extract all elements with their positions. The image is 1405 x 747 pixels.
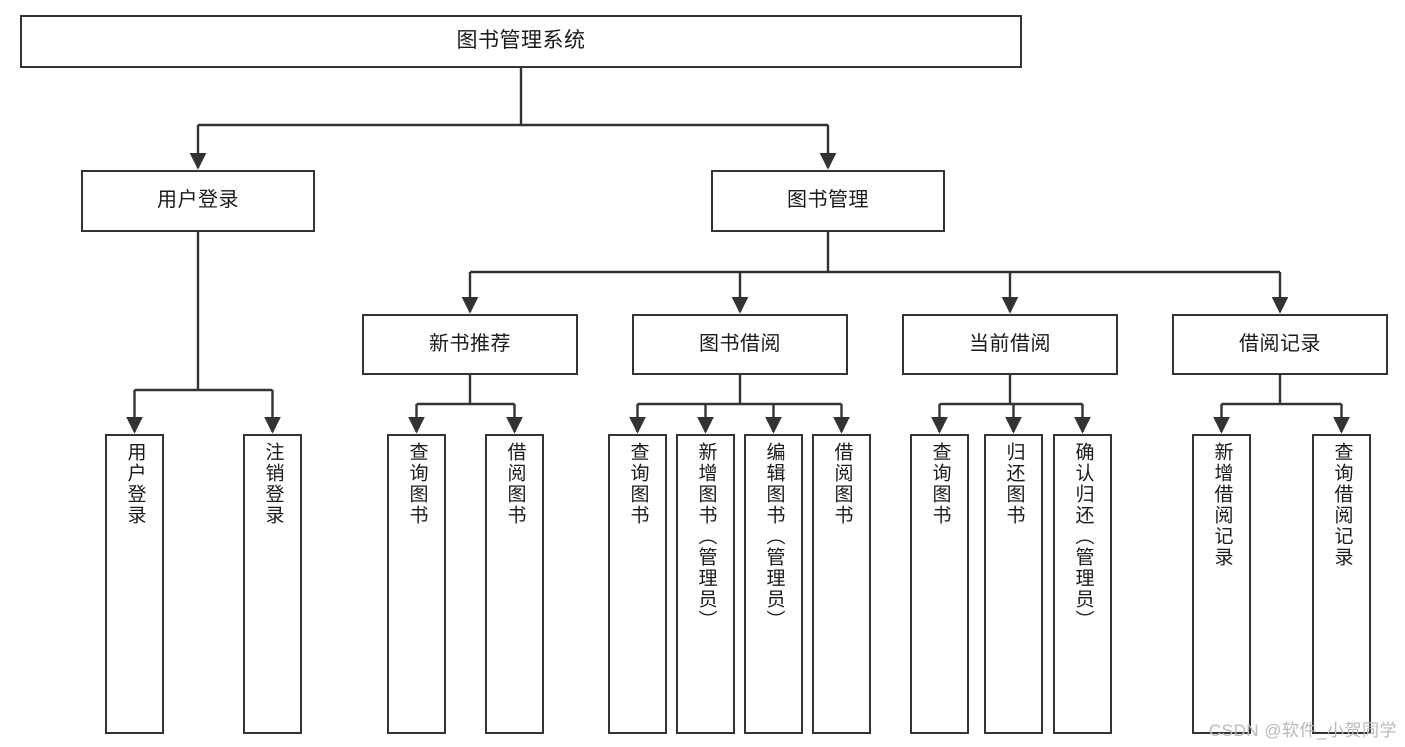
node-leaf-query-borrow-record[interactable]: 查询借阅记录	[1312, 434, 1371, 734]
node-leaf-confirm-return[interactable]: 确认归还（管理员）	[1053, 434, 1112, 734]
node-label: 新增借阅记录	[1211, 442, 1233, 568]
node-label: 查询借阅记录	[1331, 442, 1353, 568]
node-label: 查询图书	[406, 442, 428, 526]
node-label: 当前借阅	[969, 332, 1051, 355]
node-leaf-query-book-3[interactable]: 查询图书	[910, 434, 969, 734]
node-leaf-return-book[interactable]: 归还图书	[984, 434, 1043, 734]
node-leaf-add-book[interactable]: 新增图书（管理员）	[676, 434, 735, 734]
node-leaf-add-borrow-record[interactable]: 新增借阅记录	[1192, 434, 1251, 734]
node-borrow-record[interactable]: 借阅记录	[1172, 314, 1388, 375]
node-leaf-query-book-2[interactable]: 查询图书	[608, 434, 667, 734]
node-label: 图书借阅	[699, 332, 781, 355]
watermark: CSDN @软件_小贺同学	[1208, 721, 1397, 740]
node-leaf-user-login[interactable]: 用户登录	[105, 434, 164, 734]
node-label: 查询图书	[627, 442, 649, 526]
node-root[interactable]: 图书管理系统	[20, 15, 1022, 68]
node-leaf-query-book-1[interactable]: 查询图书	[387, 434, 446, 734]
node-label: 编辑图书（管理员）	[763, 442, 785, 631]
node-label: 归还图书	[1003, 442, 1025, 526]
node-label: 借阅图书	[504, 442, 526, 526]
node-label: 图书管理系统	[456, 29, 586, 53]
node-label: 图书管理	[787, 189, 869, 212]
node-label: 注销登录	[262, 442, 284, 526]
node-leaf-edit-book[interactable]: 编辑图书（管理员）	[744, 434, 803, 734]
node-label: 用户登录	[124, 442, 146, 526]
node-label: 用户登录	[157, 189, 239, 212]
node-leaf-borrow-book-1[interactable]: 借阅图书	[485, 434, 544, 734]
node-label: 借阅记录	[1239, 332, 1321, 355]
node-new-book-recommend[interactable]: 新书推荐	[362, 314, 578, 375]
node-user-login[interactable]: 用户登录	[81, 170, 315, 232]
node-label: 查询图书	[929, 442, 951, 526]
node-book-management[interactable]: 图书管理	[711, 170, 945, 232]
node-book-borrow[interactable]: 图书借阅	[632, 314, 848, 375]
node-label: 新增图书（管理员）	[695, 442, 717, 631]
node-leaf-borrow-book-2[interactable]: 借阅图书	[812, 434, 871, 734]
node-label: 借阅图书	[831, 442, 853, 526]
node-label: 确认归还（管理员）	[1072, 442, 1094, 631]
node-leaf-logout-login[interactable]: 注销登录	[243, 434, 302, 734]
node-current-borrow[interactable]: 当前借阅	[902, 314, 1118, 375]
node-label: 新书推荐	[429, 332, 511, 355]
